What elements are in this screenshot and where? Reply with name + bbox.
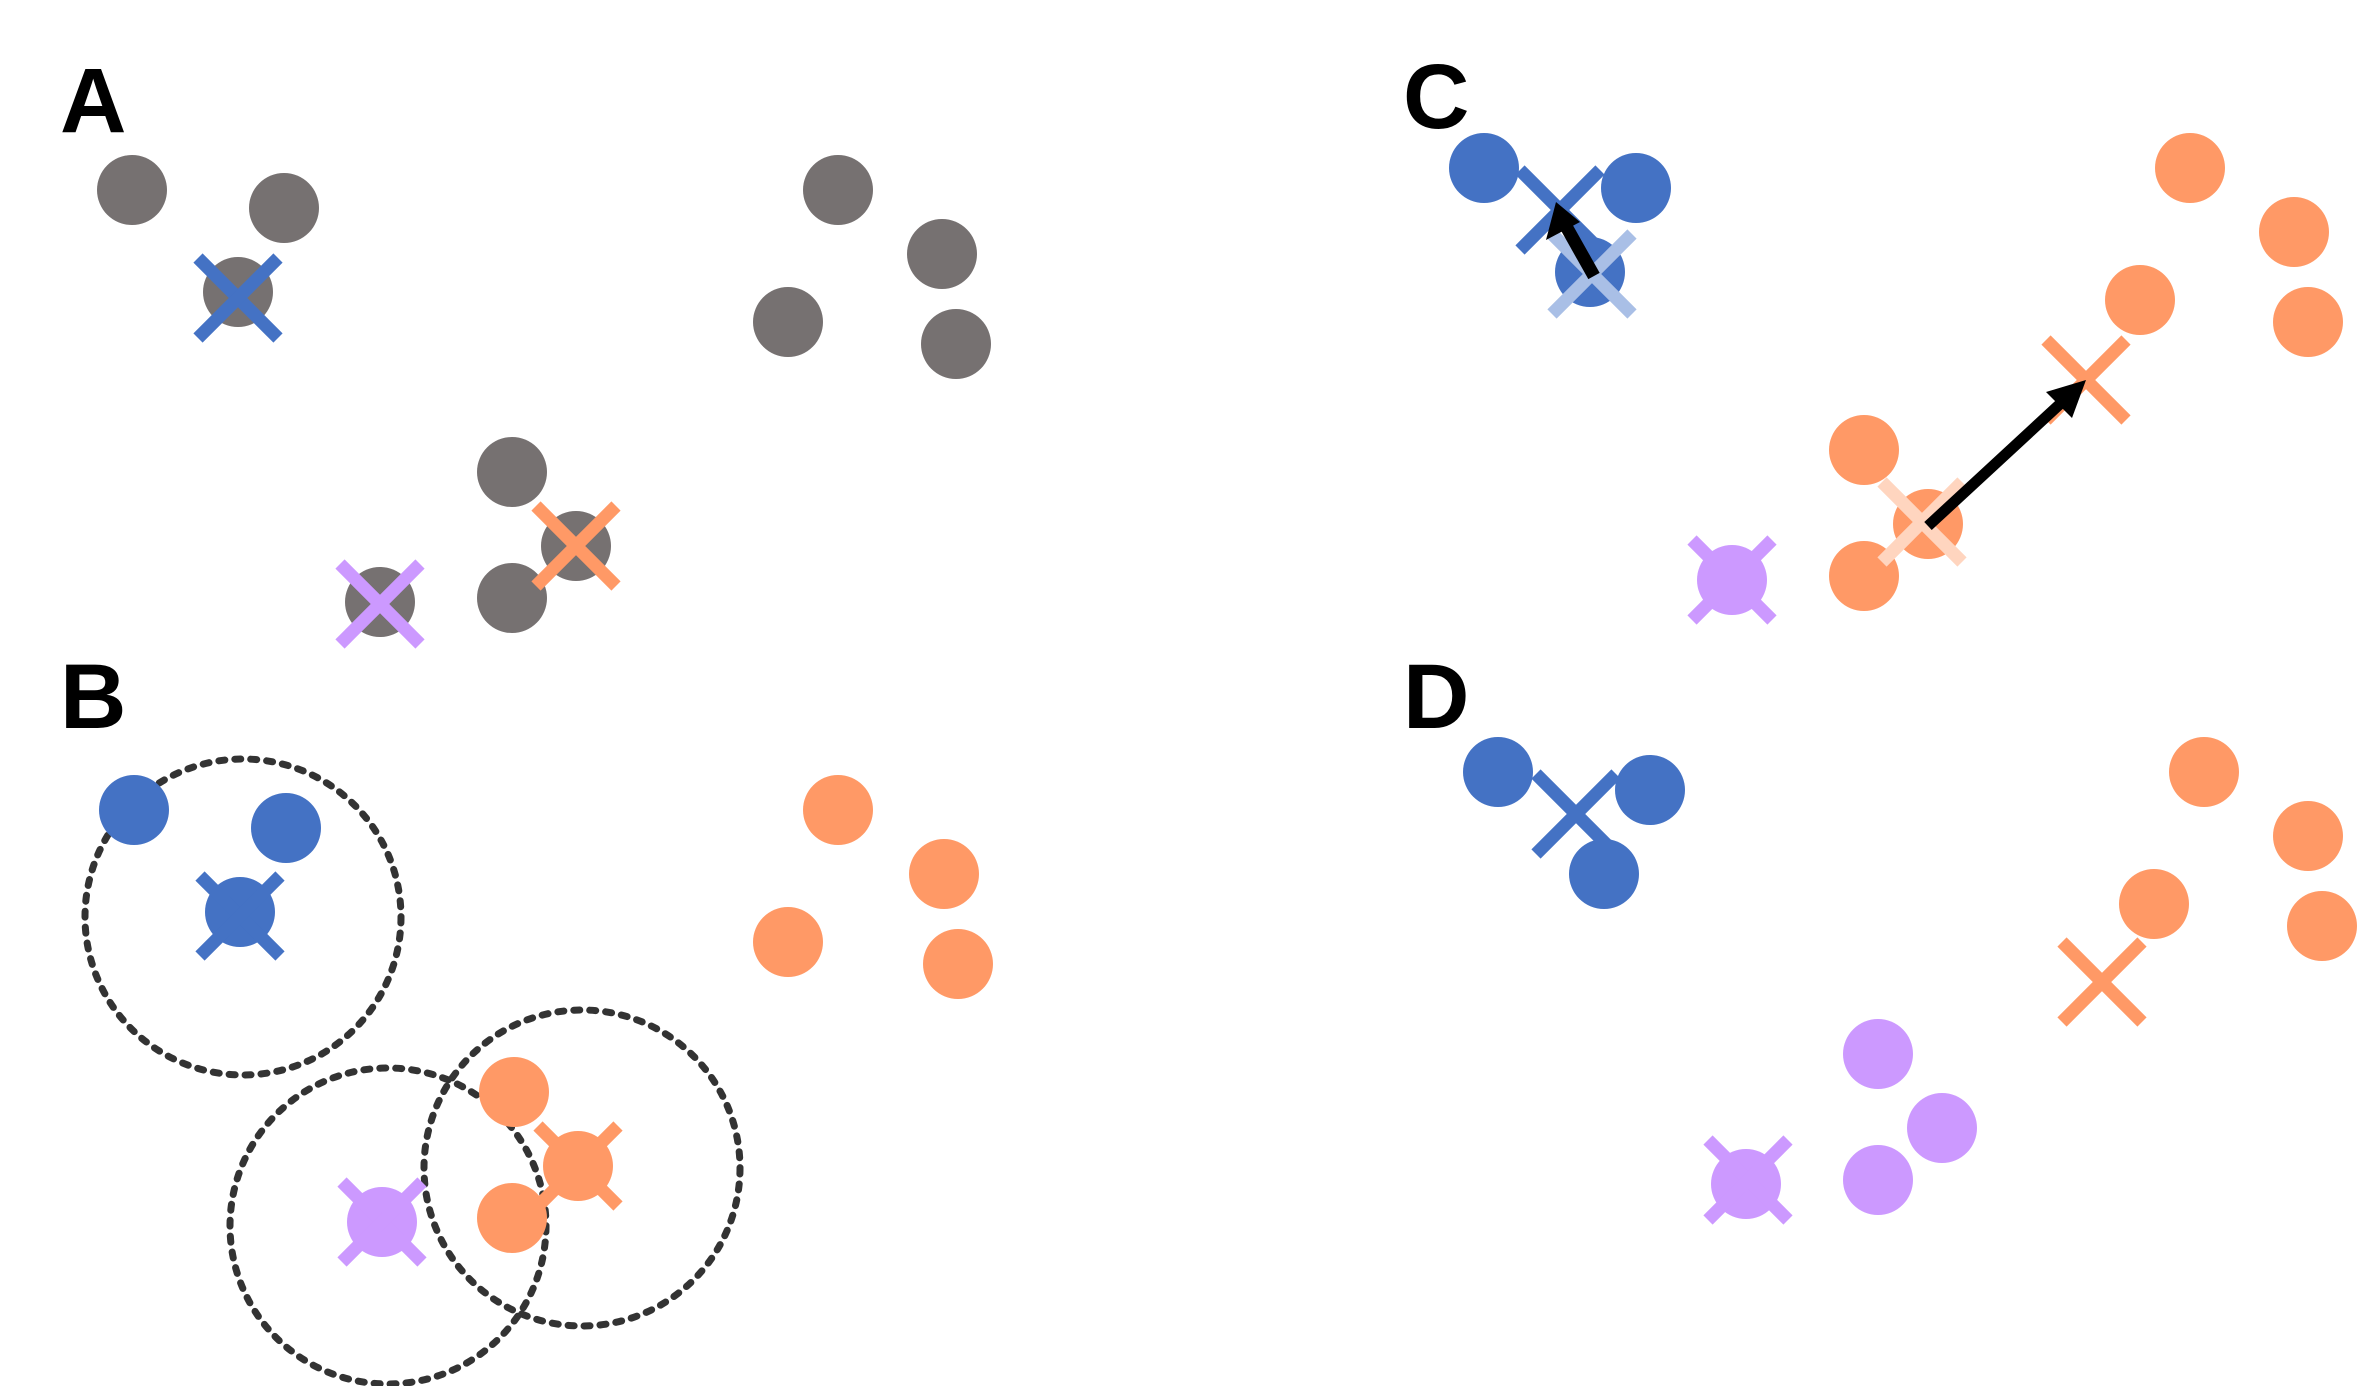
panel-label-d: D xyxy=(1403,646,1469,748)
previous-centroid-x-icon xyxy=(1877,477,1967,567)
data-point xyxy=(1843,1145,1913,1215)
data-point xyxy=(1907,1093,1977,1163)
data-point xyxy=(1843,1019,1913,1089)
data-point xyxy=(2287,891,2357,961)
data-point xyxy=(1569,839,1639,909)
centroid-x-icon xyxy=(337,1177,427,1267)
centroid-x-icon xyxy=(533,1121,623,1211)
data-point xyxy=(923,929,993,999)
data-point xyxy=(1601,153,1671,223)
centroid-x-icon xyxy=(335,559,425,649)
data-point xyxy=(2273,287,2343,357)
panel-c xyxy=(1449,133,2343,625)
data-point xyxy=(249,173,319,243)
panel-label-a: A xyxy=(60,50,126,152)
centroid-x-icon xyxy=(195,871,285,961)
neighborhood-circle xyxy=(81,755,405,1079)
data-point xyxy=(2259,197,2329,267)
centroid-x-icon xyxy=(1687,535,1777,625)
data-point xyxy=(2119,869,2189,939)
neighborhood-circle xyxy=(420,1006,744,1330)
data-point xyxy=(1829,415,1899,485)
data-point xyxy=(907,219,977,289)
centroid-x-icon xyxy=(2057,937,2147,1027)
data-point xyxy=(2105,265,2175,335)
data-point xyxy=(909,839,979,909)
panel-b xyxy=(81,755,993,1386)
data-point xyxy=(753,287,823,357)
data-point xyxy=(99,775,169,845)
panel-d xyxy=(1463,737,2357,1225)
data-point xyxy=(2169,737,2239,807)
data-point xyxy=(1615,755,1685,825)
centroid-x-icon xyxy=(1703,1135,1793,1225)
data-point xyxy=(477,1183,547,1253)
centroid-shift-arrow-icon xyxy=(1546,202,1600,280)
data-point xyxy=(479,1057,549,1127)
data-point xyxy=(97,155,167,225)
data-point xyxy=(1449,133,1519,203)
data-point xyxy=(753,907,823,977)
data-point xyxy=(2155,133,2225,203)
centroid-x-icon xyxy=(193,253,283,343)
data-point xyxy=(803,775,873,845)
data-point xyxy=(803,155,873,225)
data-point xyxy=(477,563,547,633)
data-point xyxy=(921,309,991,379)
panel-a xyxy=(97,155,991,649)
centroid-shift-arrow-icon xyxy=(1924,380,2086,531)
data-point xyxy=(1463,737,1533,807)
data-point xyxy=(2273,801,2343,871)
panel-label-b: B xyxy=(60,646,126,748)
data-point xyxy=(477,437,547,507)
centroid-x-icon xyxy=(531,501,621,591)
panel-label-c: C xyxy=(1403,46,1469,148)
data-point xyxy=(251,793,321,863)
centroid-x-icon xyxy=(1531,769,1621,859)
